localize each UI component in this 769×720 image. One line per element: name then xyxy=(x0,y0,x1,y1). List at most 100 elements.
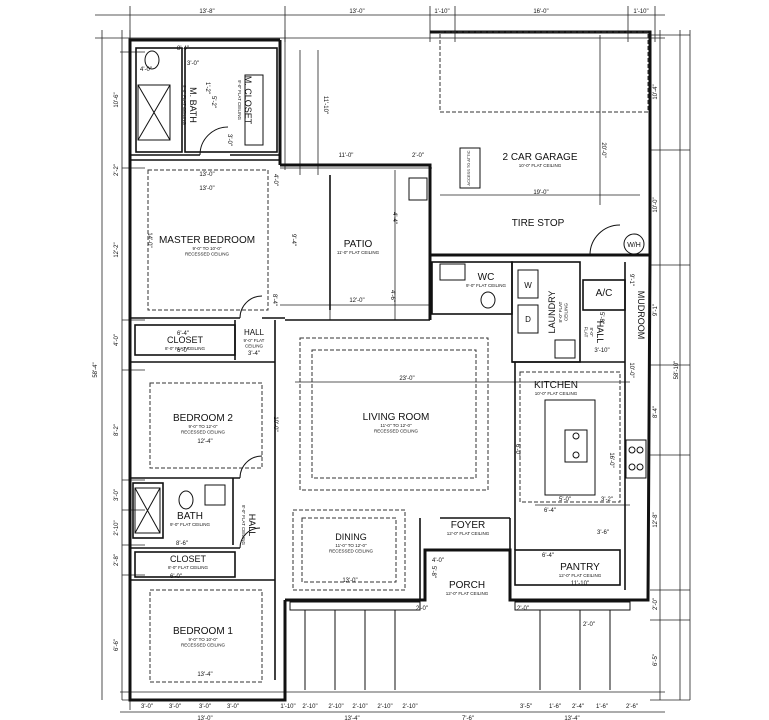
room-name: MASTER BEDROOM xyxy=(159,235,255,246)
room-ceiling-note: 8'-0" xyxy=(589,328,594,337)
room-name: KITCHEN xyxy=(534,380,578,391)
dim-interior: 4'-0" xyxy=(272,174,278,186)
dim-interior: 20'-0" xyxy=(600,142,606,157)
dim-interior: 13'-4" xyxy=(197,672,212,678)
dim-interior: 6'-4" xyxy=(177,331,189,337)
dim-right: 2'-0" xyxy=(653,598,659,610)
room-ceiling-note: 8'-0" FLAT xyxy=(558,301,563,322)
room-name: LIVING ROOM xyxy=(363,412,430,423)
room-name: BEDROOM 1 xyxy=(173,626,233,637)
dryer-label: D xyxy=(525,315,531,324)
dim-bottom: 1'-6" xyxy=(596,704,608,710)
room-name: HALL xyxy=(247,514,257,537)
dim-interior: 8'-4" xyxy=(271,294,277,306)
dim-left: 4'-0" xyxy=(114,334,120,346)
dim-bottom: 2'-10" xyxy=(328,704,343,710)
dim-interior: 6'-4" xyxy=(542,553,554,559)
dim-interior: 2'-0" xyxy=(412,153,424,159)
fixture-labels: ACCESS TO ATTIC W D xyxy=(466,150,532,324)
dim-interior: 9'-1" xyxy=(628,274,634,286)
room-ceiling-note: CEILING xyxy=(564,303,569,322)
room-ceiling-note: 12'-0" FLAT CEILING xyxy=(559,573,602,578)
access-label: ACCESS TO ATTIC xyxy=(466,150,471,185)
room-name: HALL xyxy=(244,328,265,337)
dimension-labels: 13'-8"13'-0"1'-10"16'-0"1'-10"3'-0"3'-0"… xyxy=(93,9,680,720)
dim-left: 3'-0" xyxy=(114,489,120,501)
room-name: M. BATH xyxy=(188,87,198,123)
room-ceiling-note: FLAT xyxy=(584,327,589,338)
dim-interior: 8'-6" xyxy=(176,541,188,547)
washer-label: W xyxy=(524,281,532,290)
dim-interior: 2'-0" xyxy=(583,622,595,628)
dim-bottom: 2'-10" xyxy=(302,704,317,710)
dim-interior: 12'-4" xyxy=(197,439,212,445)
dim-left: 6'-6" xyxy=(114,639,120,651)
room-ceiling-note: 10'-0" FLAT CEILING xyxy=(535,391,578,396)
dim-bottom-total: 13'-0" xyxy=(197,716,212,720)
dim-top: 1'-10" xyxy=(633,9,648,15)
dim-right: 12'-8" xyxy=(653,512,659,527)
dim-right: 10'-4" xyxy=(653,84,659,99)
dim-bottom: 3'-0" xyxy=(141,704,153,710)
room-name: 2 CAR GARAGE xyxy=(502,152,577,163)
dim-interior: 8'-4" xyxy=(177,46,189,52)
room-ceiling-note: 9'-0" TO 12'-0" xyxy=(188,424,217,429)
dim-interior: 10'-0" xyxy=(272,416,278,431)
dim-bottom: 1'-10" xyxy=(280,704,295,710)
room-ceiling-note: 12'-0" FLAT CEILING xyxy=(446,591,489,596)
room-wc: WC9'-0" FLAT CEILING xyxy=(466,272,507,288)
room-ceiling-note: 9'-0" TO 10'-0" xyxy=(188,637,217,642)
room-mudroom: MUDROOM xyxy=(636,291,646,340)
room-name: DINING xyxy=(335,532,367,542)
room-ceiling-note: 11'-0" TO 12'-0" xyxy=(335,543,367,548)
dim-interior: 1'-2" xyxy=(204,82,210,94)
dim-bottom: 2'-4" xyxy=(572,704,584,710)
room-ceiling-note: RECESSED CEILING xyxy=(185,252,230,257)
dim-bottom-total: 13'-4" xyxy=(344,716,359,720)
dim-right: 6'-5" xyxy=(653,654,659,666)
room-name: LAUNDRY xyxy=(547,291,557,334)
room-ceiling-note: 8'-0" FLAT CEILING xyxy=(241,505,246,546)
dim-bottom-total: 7'-6" xyxy=(462,716,474,720)
dim-right: 8'-4" xyxy=(653,406,659,418)
dim-interior: 6'-0" xyxy=(170,574,182,580)
dim-left: 8'-2" xyxy=(114,424,120,436)
dim-right: 9'-1" xyxy=(653,304,659,316)
room-ceiling-note: 12'-0" FLAT CEILING xyxy=(447,531,490,536)
room-ceiling-note: CEILING xyxy=(245,344,264,349)
room-ceiling-note: RECESSED CEILING xyxy=(181,643,226,648)
room-ac: A/C xyxy=(596,288,613,299)
dim-interior: 5'-2" xyxy=(210,96,216,108)
dim-interior: 4'-4" xyxy=(391,212,397,224)
dim-interior: 9'-4" xyxy=(290,234,296,246)
room-ceiling-note: 9'-0" FLAT CEILING xyxy=(182,85,187,126)
dim-interior: 2'-0" xyxy=(517,606,529,612)
room-wh: W/H xyxy=(627,242,641,249)
dim-interior: 13'-0" xyxy=(199,186,214,192)
dim-interior: 14'-0" xyxy=(146,232,152,247)
dim-left: 10'-6" xyxy=(114,92,120,107)
room-ceiling-note: 8'-0" FLAT CEILING xyxy=(168,565,209,570)
dim-interior: 6'-0" xyxy=(514,444,520,456)
dim-interior: 10'-0" xyxy=(628,362,634,377)
dim-interior: 11'-10" xyxy=(571,581,589,587)
dim-interior: 3'-2" xyxy=(601,497,613,503)
dim-bottom: 3'-0" xyxy=(199,704,211,710)
room-ceiling-note: RECESSED CEILING xyxy=(374,429,419,434)
dim-interior: 13'-0" xyxy=(199,172,214,178)
room-name: PATIO xyxy=(344,239,373,250)
